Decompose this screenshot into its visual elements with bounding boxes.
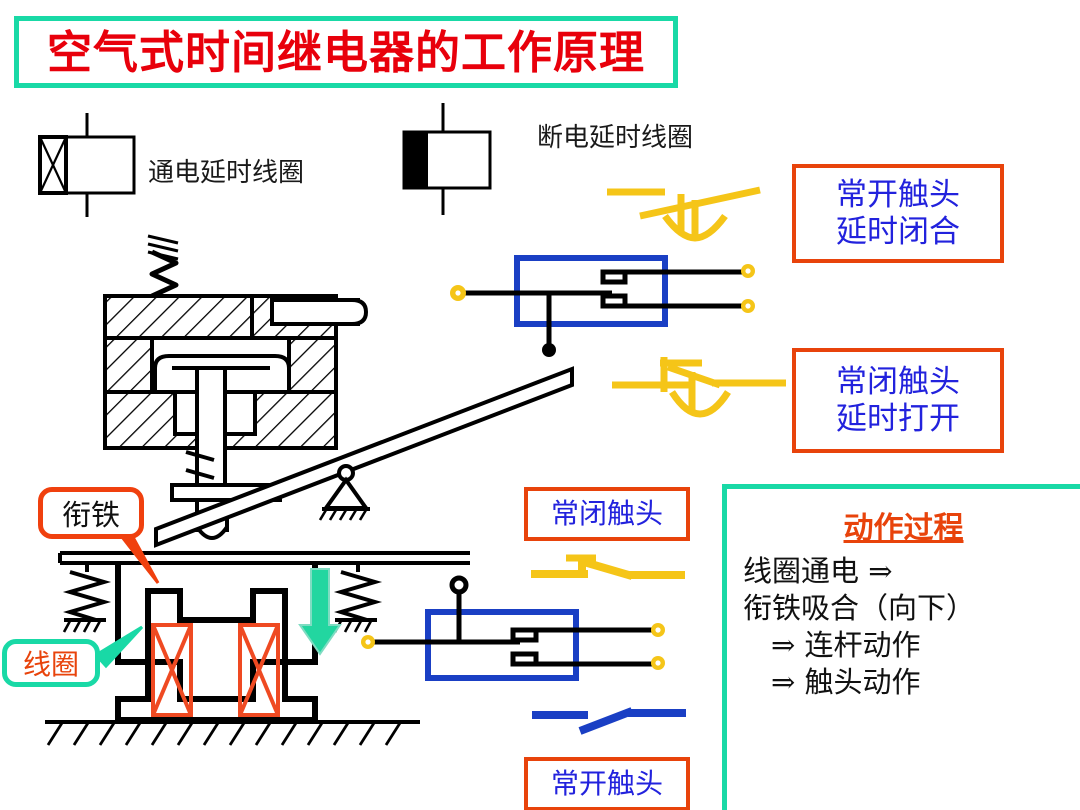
motion-arrow-down — [298, 568, 342, 656]
action-step-1: 线圈通电 ⇒ — [743, 554, 893, 588]
coil-winding-right — [238, 623, 280, 717]
callout-coil-label: 线圈 — [22, 648, 79, 681]
symbol-no-delay-close — [607, 186, 761, 242]
legend-no-contact-label: 常开触头 — [550, 767, 663, 801]
armature-plate — [58, 551, 470, 565]
callout-pointer-armature — [118, 534, 160, 584]
left-armature-spring — [62, 563, 112, 633]
lever-arm — [154, 366, 574, 548]
callout-pointer-coil — [93, 625, 144, 669]
symbol-nc-delay-open — [612, 357, 786, 418]
action-step-2: 衔铁吸合（向下） — [743, 591, 976, 626]
on-delay-coil-symbol — [38, 113, 136, 217]
relay-contact-block-lower — [361, 575, 665, 681]
legend-no-delay-close: 常开触头 延时闭合 — [792, 164, 1004, 263]
callout-coil: 线圈 — [2, 639, 100, 687]
legend-nc-contact-label: 常闭触头 — [550, 497, 663, 531]
slide-title-box: 空气式时间继电器的工作原理 — [14, 16, 678, 88]
legend-nc-delay-open-line1: 常闭触头 — [836, 363, 960, 400]
action-process-title: 动作过程 — [843, 511, 964, 546]
legend-nc-delay-open-line2: 延时打开 — [836, 400, 960, 437]
legend-nc-contact: 常闭触头 — [524, 487, 690, 541]
legend-nc-delay-open: 常闭触头 延时打开 — [792, 348, 1004, 453]
action-step-4: ⇒ 触头动作 — [771, 665, 921, 700]
relay-contact-block-upper — [450, 255, 755, 357]
callout-armature: 衔铁 — [38, 487, 144, 539]
ground-baseline — [45, 720, 420, 746]
off-delay-coil-label: 断电延时线圈 — [537, 123, 694, 153]
action-process-panel: 动作过程 线圈通电 ⇒ 衔铁吸合（向下） ⇒ 连杆动作 ⇒ 触头动作 — [722, 484, 1080, 810]
action-step-3: ⇒ 连杆动作 — [771, 628, 921, 663]
right-armature-spring — [333, 563, 383, 633]
legend-no-delay-close-line1: 常开触头 — [836, 176, 960, 213]
coil-winding-left — [151, 623, 193, 717]
mechanical-assembly — [45, 234, 574, 746]
symbol-no-contact — [532, 707, 686, 735]
page-title: 空气式时间继电器的工作原理 — [46, 25, 645, 79]
callout-armature-label: 衔铁 — [61, 498, 120, 532]
magnet-core — [115, 564, 318, 723]
legend-no-contact: 常开触头 — [524, 757, 690, 810]
off-delay-coil-symbol — [402, 103, 492, 215]
on-delay-coil-label: 通电延时线圈 — [148, 158, 305, 188]
air-orifice-screw — [270, 298, 369, 326]
legend-no-delay-close-line2: 延时闭合 — [836, 213, 960, 250]
symbol-nc-contact — [531, 554, 685, 580]
lever-pivot — [318, 464, 370, 521]
